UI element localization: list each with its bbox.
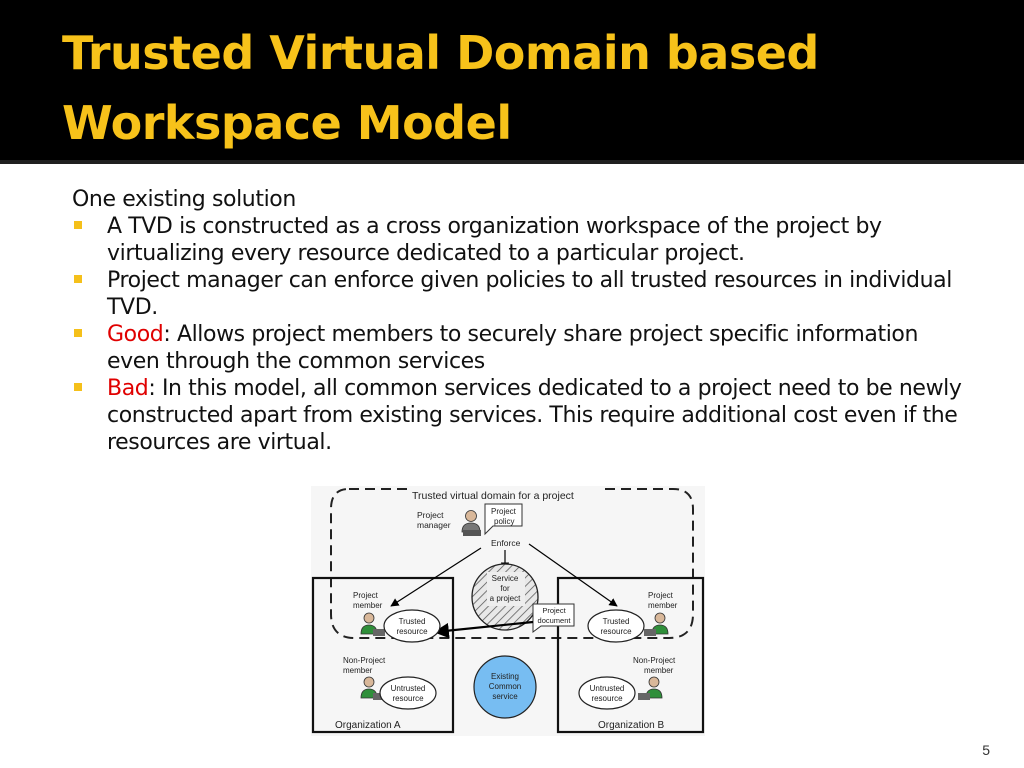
non-project-member-a-person-icon (360, 676, 385, 700)
organization-b-box (556, 576, 705, 734)
organization-a-label: Organization A (335, 720, 401, 731)
untrusted-resource-a (379, 676, 437, 710)
square-bullet-icon (74, 275, 82, 283)
enforce-arrow-b (528, 543, 618, 607)
non-project-member-b-person-icon (638, 676, 663, 700)
tvd-label: Trusted virtual domain for a project (412, 490, 574, 502)
enforce-arrow-a (390, 547, 482, 607)
organization-a-box (311, 576, 455, 734)
square-bullet-icon (74, 329, 82, 337)
trusted-resource-a (383, 609, 441, 643)
trusted-resource-b (587, 609, 645, 643)
tvd-boundary (330, 488, 694, 639)
project-document-icon (532, 603, 575, 633)
untrusted-resource-b (578, 676, 636, 710)
bullet-item-tvd: A TVD is constructed as a cross organiza… (72, 213, 972, 267)
bullet-list: A TVD is constructed as a cross organiza… (72, 213, 972, 456)
bullet-text: Project manager can enforce given polici… (107, 268, 952, 320)
project-member-b-person-icon (644, 612, 669, 636)
tvd-label-bg (409, 488, 599, 502)
tvd-diagram: Trusted virtual domain for a project Pro… (311, 486, 705, 736)
bullet-item-manager: Project manager can enforce given polici… (72, 267, 972, 321)
enforce-label: Enforce (491, 538, 521, 548)
square-bullet-icon (74, 383, 82, 391)
title-rule (0, 160, 1024, 164)
project-manager-person-icon (461, 510, 481, 536)
bad-label: Bad (107, 376, 149, 401)
slide-title-line-1: Trusted Virtual Domain based (62, 26, 819, 80)
project-member-a-person-icon (360, 612, 385, 636)
organization-b-label: Organization B (598, 720, 664, 731)
bullet-item-bad: Bad: In this model, all common services … (72, 375, 972, 456)
existing-common-service (473, 655, 537, 719)
service-label-bg (487, 572, 525, 606)
page-number: 5 (982, 742, 990, 758)
project-policy-document-icon (484, 503, 523, 536)
bullet-text: A TVD is constructed as a cross organiza… (107, 214, 882, 266)
intro-text: One existing solution (72, 187, 296, 212)
document-arrow (433, 620, 534, 639)
square-bullet-icon (74, 221, 82, 229)
bullet-item-good: Good: Allows project members to securely… (72, 321, 972, 375)
slide-content: One existing solution A TVD is construct… (72, 186, 972, 456)
bullet-text: : In this model, all common services ded… (107, 376, 962, 455)
good-label: Good (107, 322, 164, 347)
slide-title-line-2: Workspace Model (62, 96, 512, 150)
title-bar (0, 0, 1024, 160)
bullet-text: : Allows project members to securely sha… (107, 322, 919, 374)
